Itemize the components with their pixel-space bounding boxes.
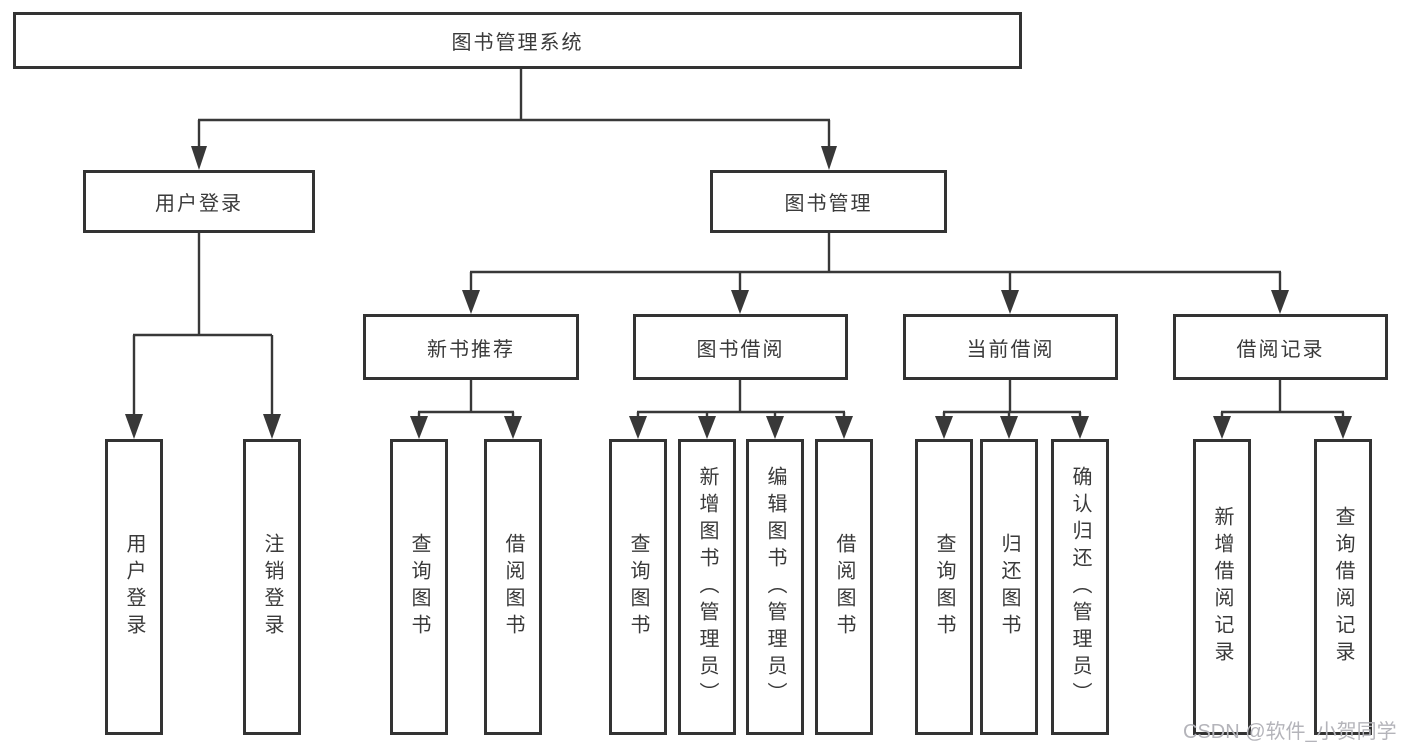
leaf-label: 新增借阅记录: [1211, 506, 1233, 668]
leaf-query-borrow-record: 查询借阅记录: [1314, 439, 1372, 735]
leaf-label: 新增图书（管理员）: [696, 465, 718, 709]
leaf-label: 借阅图书: [502, 533, 524, 641]
leaf-label: 归还图书: [998, 533, 1020, 641]
node-label: 图书管理系统: [451, 32, 584, 54]
leaf-edit-books-admin: 编辑图书（管理员）: [746, 439, 804, 735]
node-label: 图书管理: [784, 193, 873, 215]
leaf-label: 注销登录: [261, 533, 283, 641]
leaf-add-borrow-record: 新增借阅记录: [1193, 439, 1251, 735]
leaf-label: 确认归还（管理员）: [1069, 465, 1091, 709]
leaf-confirm-return-admin: 确认归还（管理员）: [1051, 439, 1109, 735]
leaf-borrow-books: 借阅图书: [815, 439, 873, 735]
leaf-label: 编辑图书（管理员）: [764, 465, 786, 709]
node-borrowing-records: 借阅记录: [1173, 314, 1388, 380]
leaf-return-books: 归还图书: [980, 439, 1038, 735]
leaf-label: 查询借阅记录: [1332, 506, 1354, 668]
node-book-management: 图书管理: [710, 170, 947, 233]
leaf-add-books-admin: 新增图书（管理员）: [678, 439, 736, 735]
leaf-borrow-books-recommend: 借阅图书: [484, 439, 542, 735]
node-label: 图书借阅: [696, 338, 785, 361]
leaf-label: 查询图书: [408, 533, 430, 641]
leaf-query-books-current: 查询图书: [915, 439, 973, 735]
node-new-book-recommend: 新书推荐: [363, 314, 579, 380]
node-book-borrowing: 图书借阅: [633, 314, 848, 380]
node-label: 借阅记录: [1236, 338, 1325, 361]
node-label: 新书推荐: [427, 338, 515, 361]
leaf-query-books-borrowing: 查询图书: [609, 439, 667, 735]
leaf-query-books-recommend: 查询图书: [390, 439, 448, 735]
node-user-login: 用户登录: [83, 170, 315, 233]
leaf-label: 用户登录: [123, 533, 145, 641]
leaf-label: 查询图书: [933, 533, 955, 641]
csdn-watermark: CSDN @软件_小贺同学: [1183, 721, 1397, 743]
leaf-user-login: 用户登录: [105, 439, 163, 735]
leaf-logout-login: 注销登录: [243, 439, 301, 735]
node-label: 当前借阅: [966, 338, 1055, 361]
leaf-label: 借阅图书: [833, 533, 855, 641]
node-label: 用户登录: [155, 193, 243, 215]
leaf-label: 查询图书: [627, 533, 649, 641]
node-current-borrowing: 当前借阅: [903, 314, 1118, 380]
node-library-management-system: 图书管理系统: [13, 12, 1022, 69]
